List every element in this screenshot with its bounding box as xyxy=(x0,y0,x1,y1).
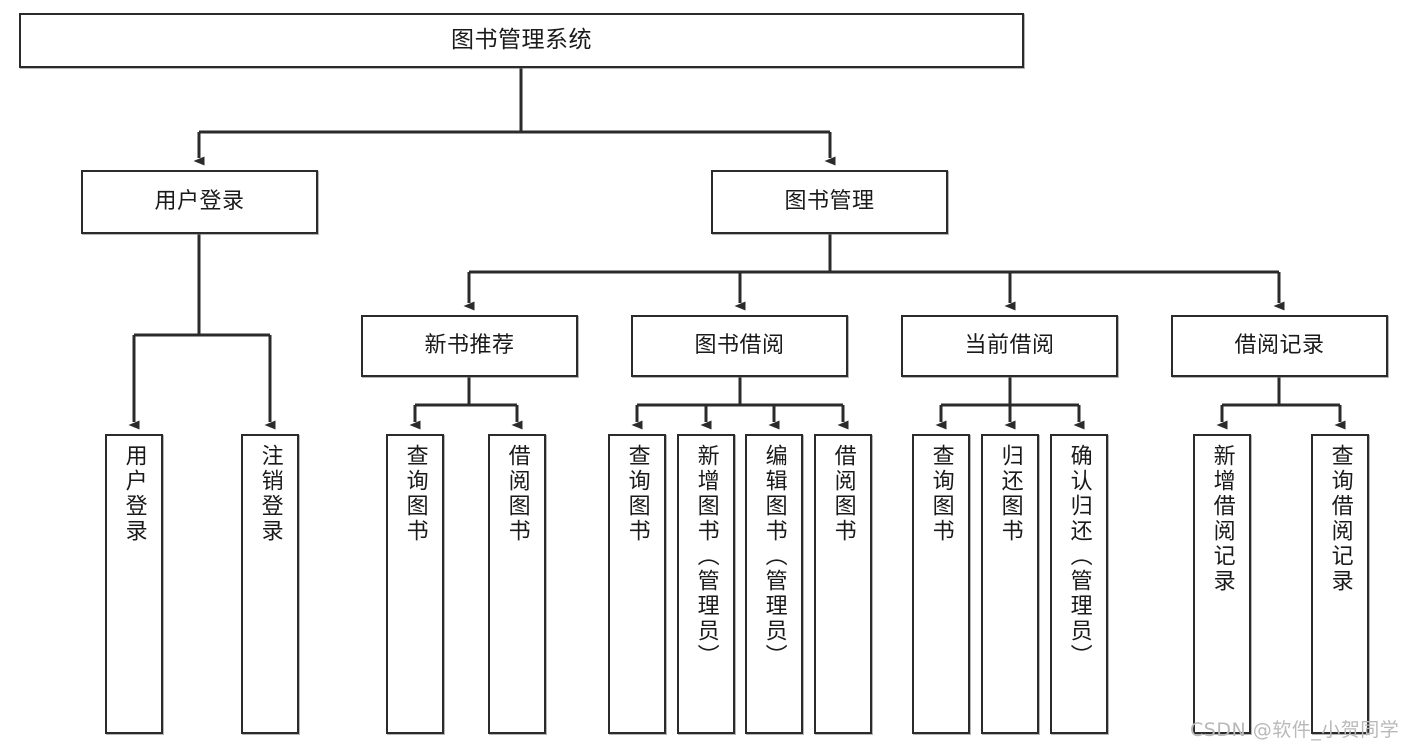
leaf-borrow-edit-book[interactable]: 编辑图书（管理员） xyxy=(745,434,803,734)
node-user-login[interactable]: 用户登录 xyxy=(81,170,318,234)
leaf-record-add-label: 新增借阅记录 xyxy=(1209,444,1235,594)
leaf-current-confirm-return-label: 确认归还（管理员） xyxy=(1066,444,1092,669)
node-borrow-record[interactable]: 借阅记录 xyxy=(1171,315,1388,377)
leaf-record-search[interactable]: 查询借阅记录 xyxy=(1311,434,1369,734)
node-user-login-label: 用户登录 xyxy=(154,189,245,215)
leaf-recommend-borrow-book-label: 借阅图书 xyxy=(504,444,530,544)
leaf-borrow-borrow-book[interactable]: 借阅图书 xyxy=(814,434,872,734)
node-root-label: 图书管理系统 xyxy=(451,27,592,54)
leaf-borrow-add-book-label: 新增图书（管理员） xyxy=(693,444,719,669)
node-borrow-record-label: 借阅记录 xyxy=(1234,333,1325,359)
node-book-borrow[interactable]: 图书借阅 xyxy=(631,315,848,377)
leaf-user-logout-label: 注销登录 xyxy=(257,444,283,544)
leaf-borrow-edit-book-label: 编辑图书（管理员） xyxy=(761,444,787,669)
node-book-manage-label: 图书管理 xyxy=(784,189,875,215)
node-current-borrow[interactable]: 当前借阅 xyxy=(901,315,1118,377)
leaf-user-login-label: 用户登录 xyxy=(121,444,147,544)
leaf-current-query-book[interactable]: 查询图书 xyxy=(912,434,970,734)
leaf-recommend-query-book-label: 查询图书 xyxy=(402,444,428,544)
node-root[interactable]: 图书管理系统 xyxy=(19,13,1024,68)
leaf-borrow-query-book[interactable]: 查询图书 xyxy=(608,434,666,734)
leaf-user-logout[interactable]: 注销登录 xyxy=(241,434,299,734)
node-book-borrow-label: 图书借阅 xyxy=(694,333,785,359)
node-current-borrow-label: 当前借阅 xyxy=(964,333,1055,359)
leaf-borrow-add-book[interactable]: 新增图书（管理员） xyxy=(677,434,735,734)
node-new-book-recommend[interactable]: 新书推荐 xyxy=(361,315,578,377)
leaf-current-return-book-label: 归还图书 xyxy=(997,444,1023,544)
leaf-current-confirm-return[interactable]: 确认归还（管理员） xyxy=(1050,434,1108,734)
leaf-recommend-borrow-book[interactable]: 借阅图书 xyxy=(488,434,546,734)
leaf-current-query-book-label: 查询图书 xyxy=(928,444,954,544)
node-new-book-recommend-label: 新书推荐 xyxy=(424,333,515,359)
leaf-user-login[interactable]: 用户登录 xyxy=(105,434,163,734)
leaf-record-add[interactable]: 新增借阅记录 xyxy=(1193,434,1251,734)
leaf-recommend-query-book[interactable]: 查询图书 xyxy=(386,434,444,734)
leaf-borrow-borrow-book-label: 借阅图书 xyxy=(830,444,856,544)
node-book-manage[interactable]: 图书管理 xyxy=(711,170,948,234)
leaf-current-return-book[interactable]: 归还图书 xyxy=(981,434,1039,734)
leaf-record-search-label: 查询借阅记录 xyxy=(1327,444,1353,594)
leaf-borrow-query-book-label: 查询图书 xyxy=(624,444,650,544)
